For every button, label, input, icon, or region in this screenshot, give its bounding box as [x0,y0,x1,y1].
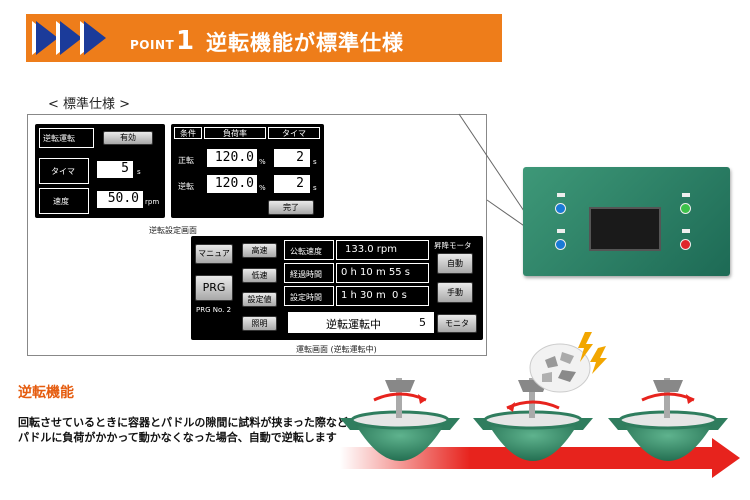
reverse-settings-panel: 逆転運転 有効 タイマ 5 s 速度 50.0 rpm [35,124,165,218]
monitor-button[interactable]: モニタ [437,314,477,333]
manual-lift-button[interactable]: 手動 [437,282,473,303]
prg-button[interactable]: PRG [195,275,233,301]
set-time-value: 1 h 30 m 0 s [341,290,407,301]
percent-unit: % [259,184,266,192]
blue-lamp-icon [555,203,566,214]
rotation-speed-label: 公転速度 [290,247,322,256]
screen-frame: 逆転運転 有効 タイマ 5 s 速度 50.0 rpm 条件 負荷率 タイマ 正… [27,114,487,356]
settings-screen-caption: 逆転設定画面 [149,226,197,235]
reverse-enable-button[interactable]: 有効 [103,131,153,145]
set-time-label: 設定時間 [290,293,322,302]
vessel-icon [473,332,607,461]
lift-motor-label: 昇降モータ [434,241,472,250]
speed-unit: rpm [145,198,160,206]
col-timer: タイマ [268,127,320,139]
elapsed-time-value: 0 h 10 m 55 s [341,267,410,278]
timer-label: タイマ [51,167,75,176]
percent-unit: % [259,158,266,166]
elapsed-time-label: 経過時間 [290,270,322,279]
control-box-photo [523,167,730,276]
timer-input[interactable]: 5 [97,161,133,178]
high-speed-button[interactable]: 高速 [242,243,277,258]
done-button[interactable]: 完了 [268,200,314,215]
reverse-label: 逆転 [178,182,194,191]
timer-unit: s [137,168,141,176]
prg-number: PRG No. 2 [196,306,232,314]
col-load-rate: 負荷率 [204,127,266,139]
run-screen-caption: 運転画面 (逆転運転中) [296,345,377,354]
load-condition-panel: 条件 負荷率 タイマ 正転 120.0 % 2 s 逆転 120.0 % 2 s… [171,124,324,218]
manual-button[interactable]: マニュアル [195,244,233,276]
sec-unit: s [313,184,317,192]
standard-spec-label: < 標準仕様 > [48,97,131,112]
red-lamp-icon [680,239,691,250]
header-banner: POINT 1 逆転機能が標準仕様 [26,14,502,62]
reverse-run-label: 逆転運転 [43,134,75,143]
forward-label: 正転 [178,156,194,165]
chevron-icon [36,21,58,55]
sec-unit: s [313,158,317,166]
point-word: POINT [130,38,175,52]
col-condition: 条件 [174,127,202,139]
auto-button[interactable]: 自動 [437,253,473,274]
rotation-speed-value: 133.0 rpm [345,244,398,255]
point-number: 1 [176,26,195,56]
chevron-icon [84,21,106,55]
vessel-icon [608,378,728,461]
light-button[interactable]: 照明 [242,316,277,331]
speed-input[interactable]: 50.0 [97,191,143,208]
status-display [288,312,434,333]
low-speed-button[interactable]: 低速 [242,268,277,283]
section-description: 回転させているときに容器とパドルの隙間に試料が挟まった際などパドルに負荷がかかっ… [18,416,348,444]
paddle-vessels-illustration [340,332,728,461]
status-text: 逆転運転中 [326,318,381,331]
run-screen-panel: マニュアル PRG PRG No. 2 高速 低速 設定値 照明 公転速度 13… [191,236,483,340]
section-title: 逆転機能 [18,385,74,401]
chevron-icon [60,21,82,55]
speed-label: 速度 [53,197,69,206]
lcd-display [589,207,661,251]
arrow-right-icon [712,438,740,478]
reverse-timer-input[interactable]: 2 [274,175,310,193]
status-number: 5 [419,316,426,329]
page-title: 逆転機能が標準仕様 [206,31,404,55]
vessel-icon [340,378,460,461]
blue-lamp-icon [555,239,566,250]
setting-value-button[interactable]: 設定値 [242,292,277,307]
green-lamp-icon [680,203,691,214]
forward-timer-input[interactable]: 2 [274,149,310,167]
forward-load-input[interactable]: 120.0 [207,149,257,167]
reverse-load-input[interactable]: 120.0 [207,175,257,193]
